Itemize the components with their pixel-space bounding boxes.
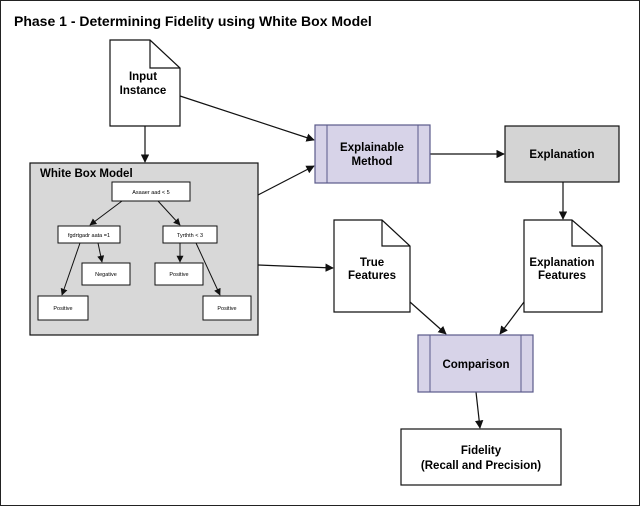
explainable-method-label-1: Explainable [340,142,404,154]
tree-node-left: fgdrtgadr aata =1 [57,225,121,244]
tree-right-right-label: Positive [217,306,236,312]
explanation-node: Explanation [504,125,620,183]
explanation-features-shape [523,219,603,313]
comparison-label: Comparison [442,359,509,371]
tree-node-root: Asaaer aad < 5 [111,181,191,202]
explanation-features-fold [571,220,602,247]
arrow-whitebox-to-method [257,165,315,196]
input-instance-label-1: Input [129,71,157,83]
white-box-model-label: White Box Model [40,168,133,180]
tree-node-right-left: Positive [154,262,204,286]
tree-node-left-left: Positive [37,295,89,321]
tree-edges [60,200,221,296]
comparison-node: Comparison [417,334,534,393]
tree-node-left-right: Negative [81,262,131,286]
tree-root-label: Asaaer aad < 5 [132,190,169,196]
explanation-features-label-2: Features [538,270,586,282]
arrow-input-to-method [179,95,315,142]
fidelity-node: Fidelity (Recall and Precision) [400,428,562,486]
fidelity-box [400,428,562,486]
arrow-whitebox-to-truefeatures [257,263,334,272]
true-features-label-1: True [360,257,384,269]
explainable-method-box [314,124,431,184]
white-box-model-node: White Box Model Asaaer aad < 5 fgdrtgadr… [29,162,259,336]
input-instance-node: Input Instance [109,39,181,127]
true-features-label-2: Features [348,270,396,282]
explainable-method-node: Explainable Method [314,124,431,184]
tree-right-left-label: Positive [169,272,188,278]
input-instance-fold [149,40,180,69]
fidelity-label-2: (Recall and Precision) [421,460,541,472]
explanation-features-label-1: Explanation [529,257,594,269]
true-features-shape [333,219,411,313]
fidelity-label-1: Fidelity [461,445,502,457]
explainable-method-label-2: Method [352,156,393,168]
tree-left-right-label: Negative [95,272,117,278]
tree-left-left-label: Positive [53,306,72,312]
true-features-fold [381,220,410,247]
tree-right-label: Tyrthth < 3 [177,233,203,239]
tree-node-right-right: Positive [202,295,252,321]
diagram-title: Phase 1 - Determining Fidelity using Whi… [14,13,372,29]
explanation-label: Explanation [529,149,594,161]
explanation-features-node: Explanation Features [523,219,603,313]
arrow-explfeatures-to-comparison [499,301,525,335]
input-instance-label-2: Instance [120,85,167,97]
tree-left-label: fgdrtgadr aata =1 [68,233,110,239]
connectors [140,95,568,429]
arrow-comparison-to-fidelity [474,391,484,429]
tree-node-right: Tyrthth < 3 [162,225,218,244]
explanation-box [504,125,620,183]
comparison-box [417,334,534,393]
arrow-truefeatures-to-comparison [409,301,447,335]
input-instance-shape [109,39,181,127]
true-features-node: True Features [333,219,411,313]
